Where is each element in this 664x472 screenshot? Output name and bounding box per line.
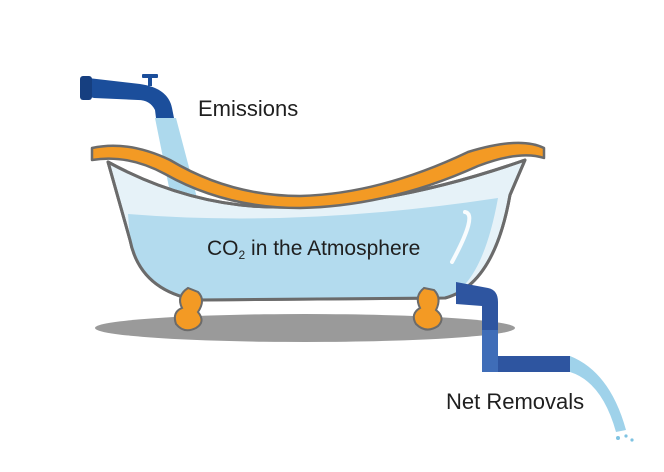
removals-stream: [570, 356, 626, 432]
co2-main-text: CO: [207, 237, 239, 260]
floor-shadow: [95, 314, 515, 342]
co2-subscript: 2: [238, 248, 246, 262]
tub-foot-left: [173, 286, 203, 332]
tub-foot-right: [412, 286, 443, 331]
net-removals-label: Net Removals: [446, 389, 585, 414]
bathtub-icon: [90, 141, 546, 332]
tub-rim: [90, 141, 546, 210]
co2-rest-text: in the Atmosphere: [245, 237, 421, 260]
drain-pipe-icon: [456, 282, 570, 372]
emissions-label: Emissions: [198, 96, 299, 121]
faucet-icon: [80, 74, 174, 118]
co2-atmosphere-label: CO2 in the Atmosphere: [207, 237, 420, 262]
water-drops: [616, 434, 634, 442]
tub-water: [128, 198, 498, 300]
